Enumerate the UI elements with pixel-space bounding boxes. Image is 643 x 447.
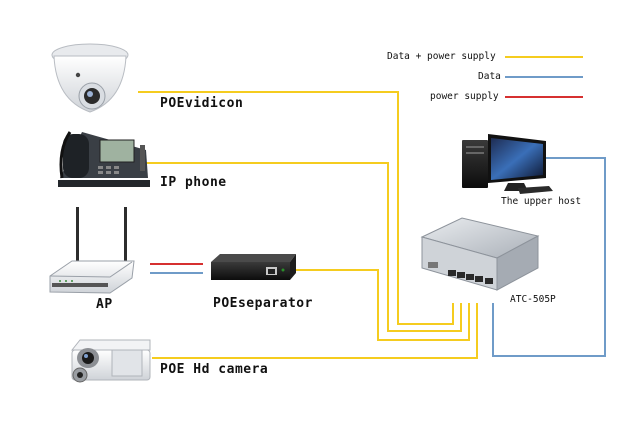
label-ap: AP — [96, 297, 113, 312]
bullet-camera-icon — [70, 339, 151, 383]
connection-lines — [138, 91, 606, 359]
label-upper-host: The upper host — [501, 196, 582, 207]
label-ip-phone: IP phone — [160, 175, 227, 190]
dome-camera-icon — [51, 43, 129, 113]
legend-label-data: Data — [478, 71, 501, 82]
legend-label-data-power: Data + power supply — [387, 51, 496, 62]
poe-separator-box-icon — [211, 254, 296, 280]
line-hd-camera — [152, 303, 478, 359]
wireless-router-icon — [49, 207, 135, 294]
poe-switch-icon — [420, 217, 540, 291]
label-poevidicon: POEvidicon — [160, 96, 244, 111]
desktop-computer-icon — [462, 134, 553, 194]
line-separator — [296, 269, 470, 341]
label-poe-hd-camera: POE Hd camera — [160, 362, 269, 377]
legend-label-power: power supply — [430, 91, 499, 102]
label-switch-model: ATC-505P — [510, 294, 556, 305]
line-ip-phone — [142, 162, 462, 332]
line-poevidicon — [138, 91, 454, 325]
label-poe-separator: POEseparator — [213, 296, 313, 311]
desk-phone-icon — [58, 131, 150, 187]
line-host — [492, 157, 606, 357]
